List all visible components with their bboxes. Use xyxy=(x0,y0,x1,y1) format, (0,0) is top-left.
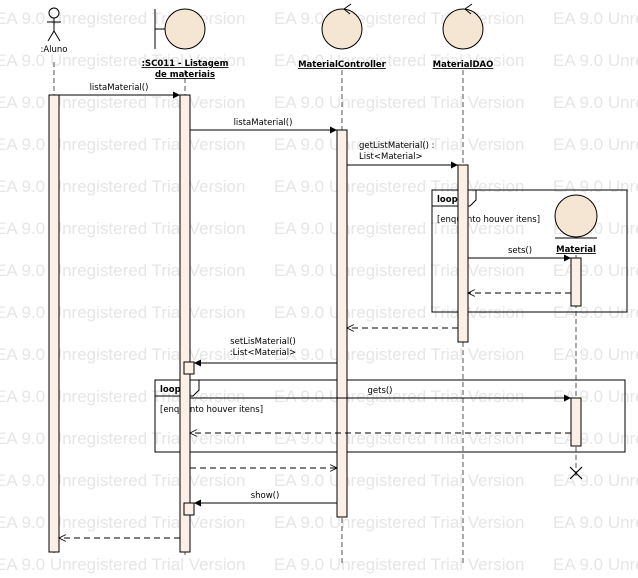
actor-legs-icon xyxy=(47,30,61,42)
activation-sc011 xyxy=(179,94,191,553)
watermark-text: EA 9.0 Unregistered Trial Version xyxy=(0,429,245,448)
participant-label: MaterialDAO xyxy=(433,60,494,70)
message-label: listaMaterial() xyxy=(90,83,149,93)
watermark-text: EA 9.0 Unregistered Trial Version xyxy=(0,93,245,112)
activation-controller xyxy=(336,129,348,518)
watermark-text: EA 9.0 Unregistered Trial Version xyxy=(553,135,638,154)
watermark-text: EA 9.0 Unregistered Trial Version xyxy=(274,555,524,574)
activation-material xyxy=(570,397,582,447)
watermark-text: EA 9.0 Unregistered Trial Version xyxy=(274,345,524,364)
watermark-text: EA 9.0 Unregistered Trial Version xyxy=(0,51,245,70)
message-label: sets() xyxy=(508,246,532,256)
watermark-text: EA 9.0 Unregistered Trial Version xyxy=(0,261,245,280)
loop-guard: [enquanto houver itens] xyxy=(437,215,540,225)
message-label: listaMaterial() xyxy=(234,118,293,128)
watermark-text: EA 9.0 Unregistered Trial Version xyxy=(0,219,245,238)
watermark-text: EA 9.0 Unregistered Trial Version xyxy=(0,345,245,364)
watermark-text: EA 9.0 Unregistered Trial Version xyxy=(274,387,524,406)
watermark-text: EA 9.0 Unregistered Trial Version xyxy=(553,555,638,574)
participant-label: :SC011 - Listagem xyxy=(142,59,229,69)
message-label: setLisMaterial() xyxy=(230,337,296,347)
watermark-layer: EA 9.0 Unregistered Trial Version EA 9.0 … xyxy=(0,9,638,574)
activation-sc011-self xyxy=(183,361,195,375)
watermark-text: EA 9.0 Unregistered Trial Version xyxy=(274,429,524,448)
activation-material xyxy=(570,257,582,307)
loop-frame xyxy=(154,379,626,453)
watermark-text: EA 9.0 Unregistered Trial Version xyxy=(0,135,245,154)
control-icon xyxy=(321,8,363,50)
message-label: :List<Material> xyxy=(230,348,297,358)
loop-frame-tab xyxy=(432,190,477,207)
loop-frame-tab xyxy=(155,380,200,397)
loop-frame xyxy=(431,189,628,313)
participant-label: :Aluno xyxy=(40,45,67,55)
watermark-text: EA 9.0 Unregistered Trial Version xyxy=(0,555,245,574)
watermark-text: EA 9.0 Unregistered Trial Version xyxy=(0,513,245,532)
message-label: List<Material> xyxy=(359,152,423,162)
watermark-text: EA 9.0 Unregistered Trial Version xyxy=(553,513,638,532)
message-label: getListMaterial() : xyxy=(359,141,435,151)
watermark-text: EA 9.0 Unregistered Trial Version xyxy=(0,471,245,490)
entity-icon xyxy=(554,194,598,238)
watermark-text: EA 9.0 Unregistered Trial Version xyxy=(274,513,524,532)
control-arrow-icon xyxy=(464,3,473,15)
participant-label: de materiais xyxy=(155,70,215,80)
watermark-text: EA 9.0 Unregistered Trial Version xyxy=(553,51,638,70)
activation-aluno xyxy=(48,94,60,553)
destroy-mark xyxy=(569,466,583,480)
watermark-text: EA 9.0 Unregistered Trial Version xyxy=(553,93,638,112)
watermark-text: EA 9.0 Unregistered Trial Version xyxy=(274,51,524,70)
watermark-text: EA 9.0 Unregistered Trial Version xyxy=(553,261,638,280)
watermark-text: EA 9.0 Unregistered Trial Version xyxy=(553,471,638,490)
watermark-text: EA 9.0 Unregistered Trial Version xyxy=(274,471,524,490)
watermark-text: EA 9.0 Unregistered Trial Version xyxy=(274,93,524,112)
participant-label: Material xyxy=(556,245,596,255)
watermark-text: EA 9.0 Unregistered Trial Version xyxy=(0,9,245,28)
combined-fragments: loop [enquanto houver itens] loop [enquanto… xyxy=(154,189,628,453)
participant-label: MaterialController xyxy=(298,60,387,70)
loop-operator: loop xyxy=(160,385,181,395)
message-label: gets() xyxy=(367,386,392,396)
watermark-text: EA 9.0 Unregistered Trial Version xyxy=(553,177,638,196)
loop-guard: [enquanto houver itens] xyxy=(160,405,263,415)
message-label: show() xyxy=(251,491,280,501)
control-arrow-icon xyxy=(343,3,352,15)
watermark-text: EA 9.0 Unregistered Trial Version xyxy=(553,9,638,28)
messages: listaMaterial() listaMaterial() getListMat… xyxy=(59,83,571,538)
watermark-text: EA 9.0 Unregistered Trial Version xyxy=(0,303,245,322)
watermark-text: EA 9.0 Unregistered Trial Version xyxy=(274,177,524,196)
activations xyxy=(48,94,583,553)
watermark-text: EA 9.0 Unregistered Trial Version xyxy=(0,177,245,196)
control-icon xyxy=(442,8,484,50)
watermark-text: EA 9.0 Unregistered Trial Version xyxy=(0,387,245,406)
activation-sc011-self xyxy=(183,502,195,516)
boundary-icon xyxy=(164,8,206,50)
loop-operator: loop xyxy=(437,195,458,205)
watermark-text: EA 9.0 Unregistered Trial Version xyxy=(274,261,524,280)
watermark-text: EA 9.0 Unregistered Trial Version xyxy=(553,345,638,364)
watermark-text: EA 9.0 Unregistered Trial Version xyxy=(274,9,524,28)
activation-dao xyxy=(457,164,469,343)
